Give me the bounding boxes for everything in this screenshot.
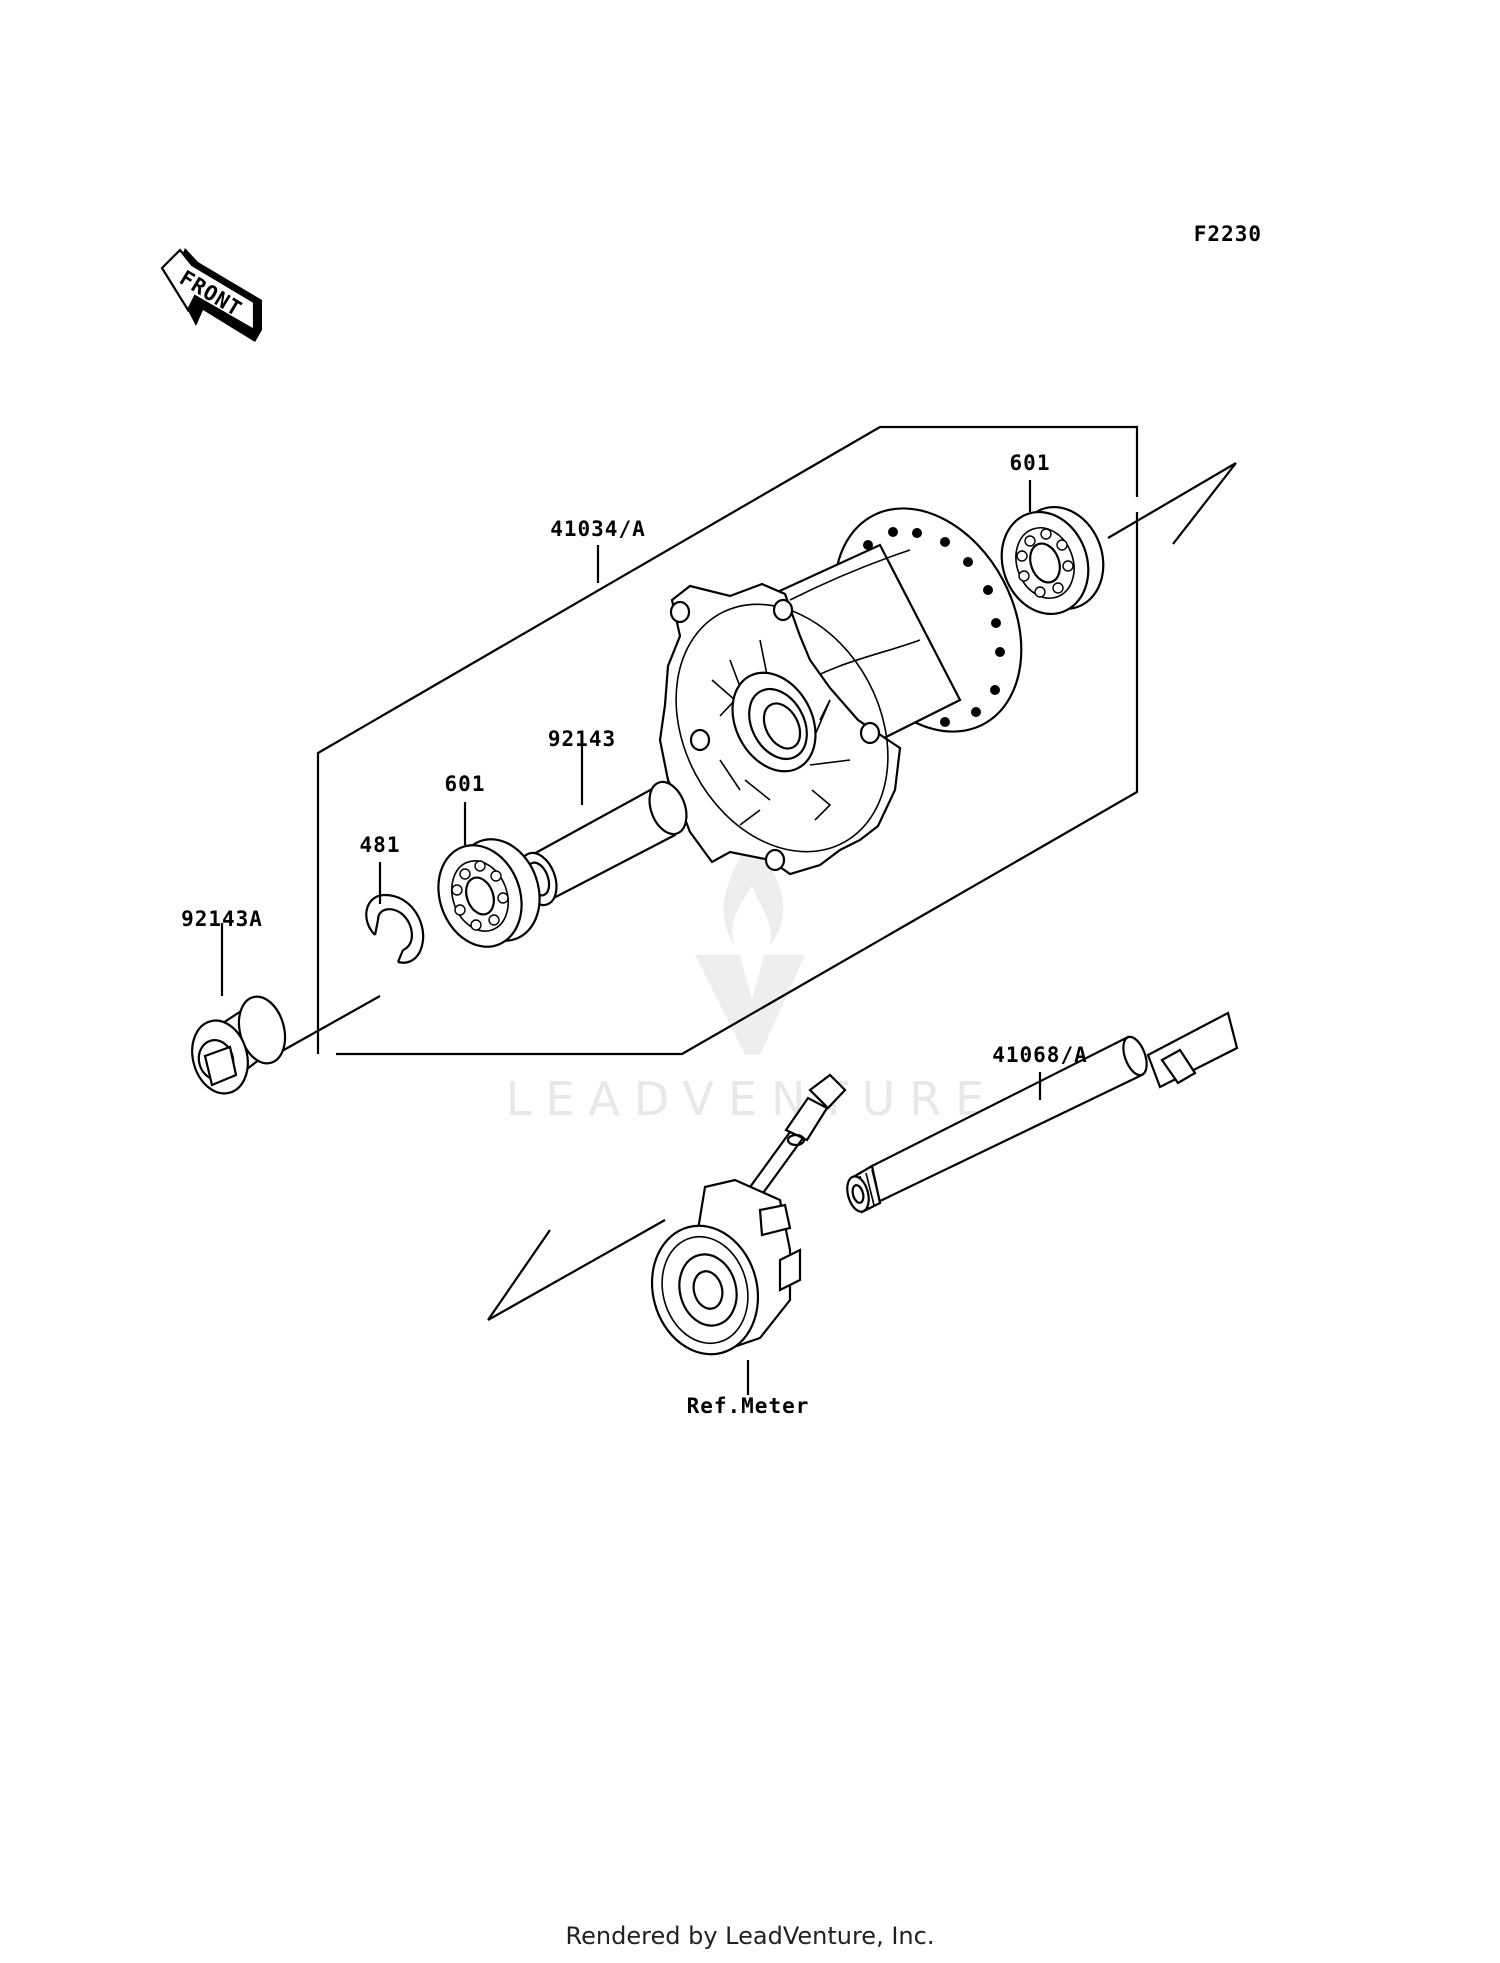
label-circlip: 481 [360, 833, 401, 857]
label-meter: Ref.Meter [687, 1394, 810, 1418]
wheel-hub [658, 507, 1023, 876]
spacer-tube [518, 780, 688, 907]
circlip [365, 893, 425, 964]
label-axle: 41068/A [992, 1043, 1088, 1067]
front-arrow-icon: FRONT [160, 248, 262, 342]
leader-lines [220, 480, 1042, 1395]
watermark-text: LEADVENTURE [506, 1072, 999, 1126]
part-labels: 41034/A 601 92143 601 481 92143A 41068/A… [181, 451, 1088, 1418]
label-collar: 92143A [181, 907, 263, 931]
bearing-right [1000, 505, 1105, 616]
watermark: LEADVENTURE [506, 840, 999, 1126]
speedometer-sensor [650, 1073, 847, 1356]
label-bearing-left: 601 [445, 772, 486, 796]
footer-credit: Rendered by LeadVenture, Inc. [565, 1922, 935, 1950]
label-bearing-right: 601 [1010, 451, 1051, 475]
axis-lines [281, 462, 1237, 1321]
watermark-v-icon [695, 955, 805, 1055]
collar [191, 995, 287, 1095]
bearing-left [437, 838, 541, 948]
diagram-code: F2230 [1194, 222, 1262, 246]
axle [846, 1011, 1239, 1214]
hub-assembly-bracket [316, 425, 1139, 1056]
label-spacer: 92143 [548, 727, 616, 751]
label-hub: 41034/A [550, 517, 646, 541]
